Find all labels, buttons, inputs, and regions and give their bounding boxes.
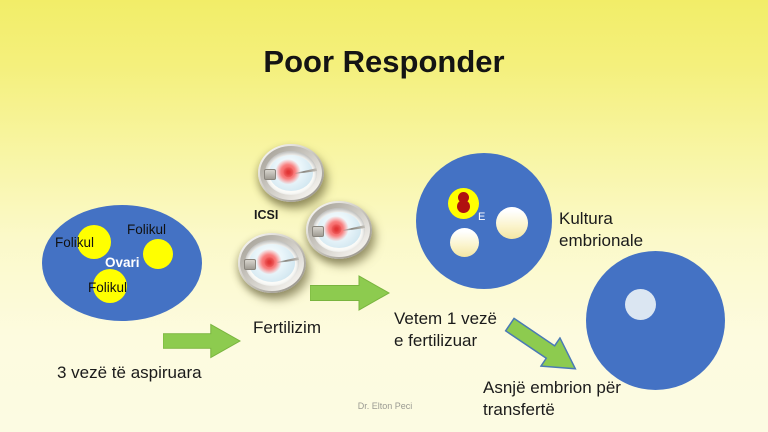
ovary-ellipse bbox=[42, 205, 202, 321]
egg-cell bbox=[323, 216, 349, 242]
arrow-diagonal bbox=[496, 307, 589, 386]
block-arrow-icon bbox=[163, 323, 241, 359]
transfer-dish-circle bbox=[586, 251, 725, 390]
icsi-label: ICSI bbox=[254, 208, 279, 222]
follicle-circle bbox=[77, 225, 111, 259]
follicle-label: Folikul bbox=[88, 280, 128, 295]
slide-title: Poor Responder bbox=[263, 44, 505, 79]
holding-pipette-icon bbox=[312, 225, 324, 237]
block-arrow-icon bbox=[310, 275, 390, 311]
ovary-label: Ovari bbox=[105, 255, 140, 270]
arrow-right-1 bbox=[163, 323, 241, 359]
pale-cell-circle bbox=[625, 289, 656, 320]
follicle-label: Folikul bbox=[127, 222, 167, 237]
author-credit: Dr. Elton Peci bbox=[357, 401, 413, 411]
egg-cell bbox=[275, 159, 301, 185]
fertilized-count-caption: Vetem 1 vezë e fertilizuar bbox=[394, 309, 498, 350]
block-arrow-icon bbox=[504, 317, 577, 370]
follicle-label: Folikul bbox=[55, 235, 95, 250]
embryo-circle bbox=[448, 188, 479, 219]
embryo-cell bbox=[457, 200, 470, 213]
petri-dish bbox=[306, 201, 372, 259]
no-embryo-caption: Asnjë embrion për transfertë bbox=[483, 378, 621, 419]
fertilization-caption: Fertilizim bbox=[253, 318, 321, 337]
egg-cell bbox=[256, 249, 282, 275]
culture-dish-circle bbox=[416, 153, 552, 289]
aspirated-caption: 3 vezë të aspiruara bbox=[57, 363, 202, 382]
petri-dish bbox=[258, 144, 324, 202]
embryo-cell bbox=[458, 192, 469, 203]
embryo-letter-label: E bbox=[478, 211, 486, 223]
petri-dish bbox=[238, 233, 306, 293]
arrow-right-2 bbox=[310, 274, 390, 312]
culture-label: Kultura embrionale bbox=[559, 209, 644, 250]
unfertilized-egg-circle bbox=[450, 228, 479, 257]
holding-pipette-icon bbox=[244, 258, 256, 270]
follicle-circle bbox=[143, 239, 173, 269]
follicle-circle bbox=[93, 269, 127, 303]
holding-pipette-icon bbox=[264, 168, 276, 180]
unfertilized-egg-circle bbox=[496, 207, 528, 239]
